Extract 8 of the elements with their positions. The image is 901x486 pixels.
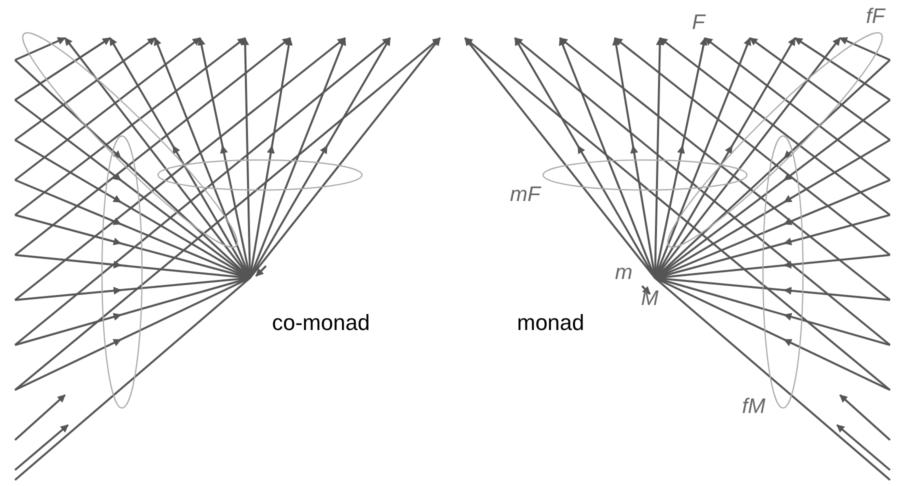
- symbol-label: M: [641, 288, 658, 309]
- symbol-label: F: [692, 12, 705, 33]
- symbol-label: mF: [510, 184, 540, 205]
- symbol-label: fM: [742, 396, 766, 417]
- diagram-label: monad: [517, 312, 584, 334]
- diagram-label: co-monad: [272, 312, 370, 334]
- symbol-label: fF: [866, 6, 885, 27]
- symbol-label: m: [615, 262, 632, 283]
